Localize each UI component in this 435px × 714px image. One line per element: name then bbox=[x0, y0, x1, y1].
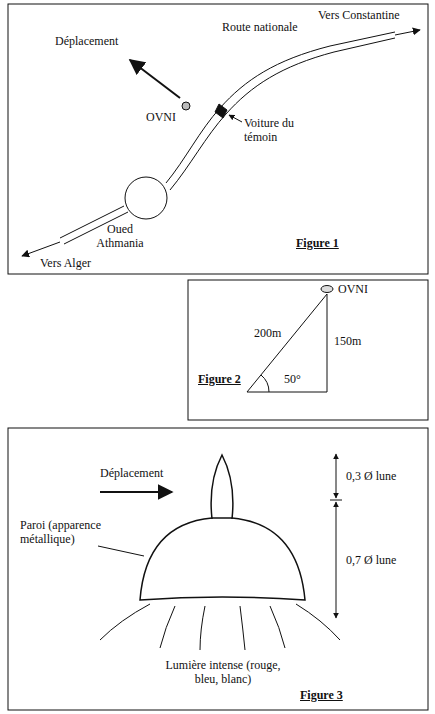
figure-frame bbox=[188, 280, 428, 420]
dimension-label: 200m bbox=[254, 326, 281, 340]
ufo-dot bbox=[182, 102, 190, 110]
motion-arrow bbox=[100, 491, 172, 493]
dimension-label: 0,7 Ø lune bbox=[346, 553, 396, 567]
figure-caption: Figure 3 bbox=[300, 688, 343, 702]
motion-label: Déplacement bbox=[100, 466, 163, 480]
motion-label: Déplacement bbox=[55, 34, 118, 48]
road-edge bbox=[64, 38, 395, 244]
dimension-tick bbox=[330, 500, 342, 501]
dimension-arrow bbox=[336, 502, 337, 618]
town-label: Oued Athmania bbox=[88, 222, 152, 250]
ufo-spike bbox=[211, 455, 233, 519]
circle-outline bbox=[124, 176, 168, 220]
part-label: Paroi (apparence métallique) bbox=[20, 518, 102, 546]
dimension-label: 150m bbox=[334, 334, 361, 348]
figure-caption: Figure 2 bbox=[198, 372, 241, 386]
triangle bbox=[247, 294, 327, 392]
object-label: OVNI bbox=[146, 110, 176, 124]
motion-arrow bbox=[130, 60, 180, 98]
leader-arrow bbox=[229, 115, 242, 122]
light-rays bbox=[100, 604, 340, 650]
ufo-dome bbox=[140, 518, 305, 600]
town-circle: Oued Athmania bbox=[124, 176, 168, 220]
angle-label: 50° bbox=[284, 372, 301, 386]
direction-label: Vers Constantine bbox=[318, 8, 400, 22]
car-symbol bbox=[215, 104, 227, 118]
road-label: Route nationale bbox=[222, 20, 298, 34]
object-label: OVNI bbox=[338, 282, 368, 296]
direction-label: Vers Alger bbox=[40, 256, 91, 270]
light-label: Lumière intense (rouge, bleu, blanc) bbox=[162, 658, 284, 686]
car-label: Voiture du témoin bbox=[244, 116, 306, 144]
angle-arc bbox=[261, 375, 269, 392]
dimension-arrow bbox=[336, 454, 337, 498]
road-edge bbox=[60, 32, 395, 238]
dimension-label: 0,3 Ø lune bbox=[346, 469, 396, 483]
figure-frame bbox=[8, 428, 428, 710]
figure-frame bbox=[8, 4, 428, 274]
ufo-ellipse bbox=[321, 286, 333, 293]
direction-arrow bbox=[395, 30, 420, 35]
direction-arrow bbox=[22, 242, 60, 256]
leader-line bbox=[98, 546, 144, 556]
figure-caption: Figure 1 bbox=[296, 236, 339, 250]
